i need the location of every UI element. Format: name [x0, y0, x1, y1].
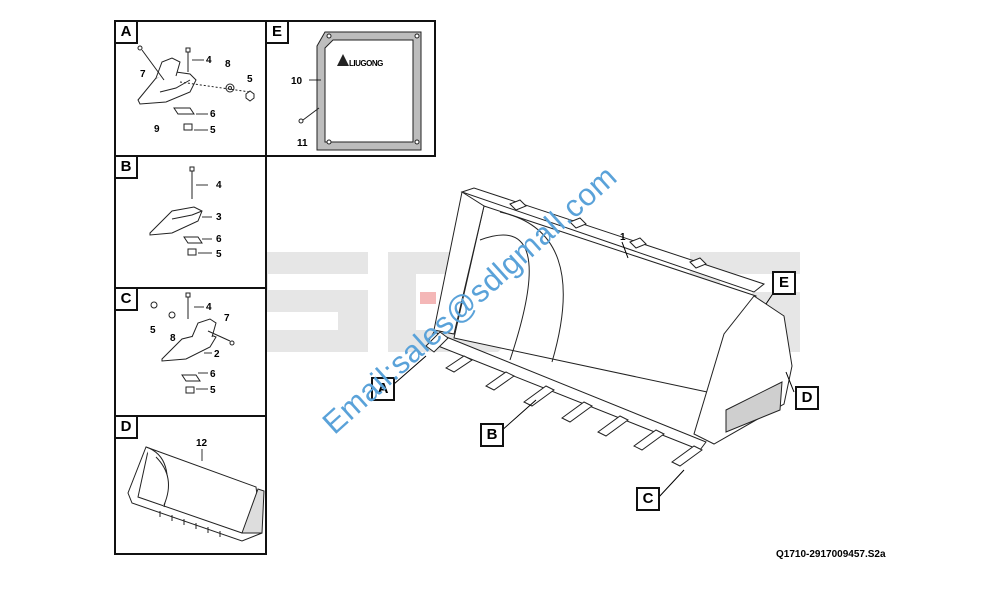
main-callout-b: B	[480, 423, 504, 447]
reference-code: Q1710-2917009457.S2a	[776, 549, 886, 560]
main-callout-a: A	[371, 377, 395, 401]
detail-panel-d: D 12	[114, 415, 267, 555]
panel-c-callout-6: 6	[210, 369, 216, 380]
panel-a-callout-5: 5	[247, 74, 253, 85]
panel-b-label: B	[116, 157, 138, 179]
panel-a-callout-7: 7	[140, 69, 146, 80]
detail-panel-c: C 4 5 7 8 2 6 5	[114, 287, 267, 417]
panel-c-drawing: 4 5 7 8 2 6 5	[150, 292, 235, 396]
panel-c-callout-8: 8	[170, 333, 176, 344]
panel-b-callout-3: 3	[216, 212, 222, 223]
panel-e-callout-11: 11	[297, 138, 308, 149]
panel-a-callout-4: 4	[206, 55, 212, 66]
main-callout-c: C	[636, 487, 660, 511]
panel-c-callout-2: 2	[214, 349, 220, 360]
panel-b-callout-6: 6	[216, 234, 222, 245]
panel-a-drawing: 4 7 8 5 9 6 5	[137, 45, 255, 136]
panel-e-callout-10: 10	[291, 76, 303, 87]
panel-a-callout-5b: 5	[210, 125, 216, 136]
panel-d-drawing: 12	[127, 438, 265, 542]
detail-panel-e: E LIUGONG 10 11	[265, 20, 436, 157]
detail-panel-a: A 4 7 8 5 9 6 5	[114, 20, 267, 157]
panel-b-drawing: 4 3 6 5	[149, 166, 222, 260]
detail-panel-b: B 4 3 6 5	[114, 155, 267, 289]
panel-c-callout-5: 5	[150, 325, 156, 336]
panel-b-callout-5: 5	[216, 249, 222, 260]
panel-c-callout-4: 4	[206, 302, 212, 313]
panel-a-callout-6: 6	[210, 109, 216, 120]
plate-logo-text: LIUGONG	[349, 59, 383, 68]
panel-a-callout-8: 8	[225, 59, 231, 70]
panel-c-callout-7: 7	[224, 313, 230, 324]
panel-e-drawing: LIUGONG 10 11	[291, 31, 422, 151]
main-callout-e: E	[772, 271, 796, 295]
panel-c-label: C	[116, 289, 138, 311]
panel-e-label: E	[267, 22, 289, 44]
main-callout-d: D	[795, 386, 819, 410]
main-part-number-1: 1	[620, 232, 626, 243]
panel-d-callout-12: 12	[196, 438, 208, 449]
panel-a-callout-9: 9	[154, 124, 160, 135]
panel-b-callout-4: 4	[216, 180, 222, 191]
panel-d-label: D	[116, 417, 138, 439]
panel-c-callout-5b: 5	[210, 385, 216, 396]
panel-a-label: A	[116, 22, 138, 44]
